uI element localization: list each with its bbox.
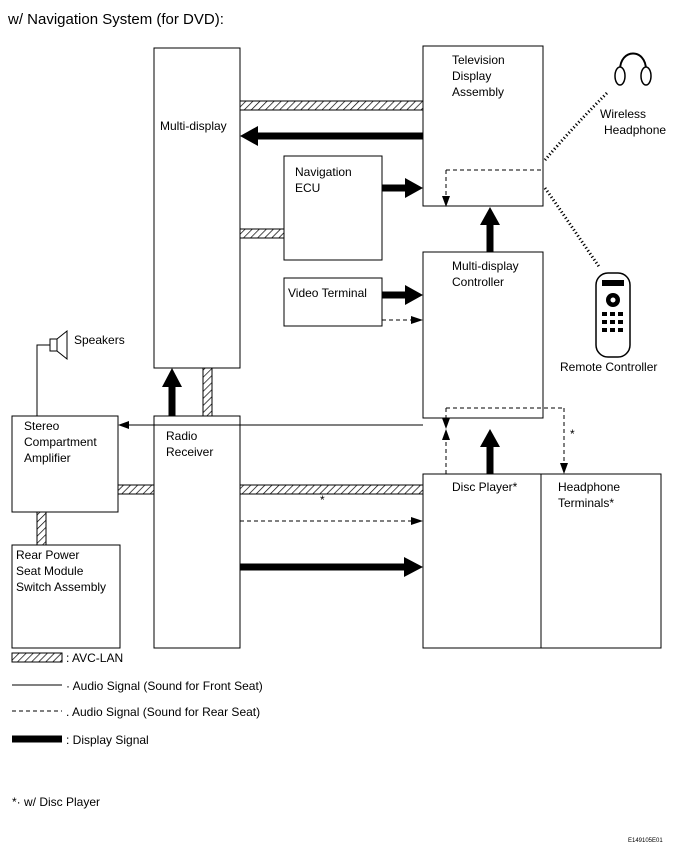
audio-front-controller-to-amplifier xyxy=(118,421,423,429)
display-arrow-radio-to-disc xyxy=(240,557,423,577)
legend-avc-lan-label: : AVC-LAN xyxy=(66,651,123,665)
video-terminal-label: Video Terminal xyxy=(288,286,367,300)
legend-audio-front-label: · Audio Signal (Sound for Front Seat) xyxy=(66,679,263,693)
asterisk-radio-disc: * xyxy=(320,493,325,507)
display-arrow-controller-to-tv xyxy=(480,207,500,252)
tv-display-box xyxy=(422,45,544,207)
avc-lan-radio-disc xyxy=(239,484,424,495)
disc-player-label: Disc Player* xyxy=(452,480,518,494)
rear-power-seat-box xyxy=(11,544,121,649)
audio-rear-routing xyxy=(240,169,568,525)
headphone-terminals-label-2: Terminals* xyxy=(558,496,614,510)
display-arrow-tv-to-multi-display xyxy=(240,126,423,146)
asterisk-headphone: * xyxy=(570,427,575,441)
wireless-signal-headphone xyxy=(543,90,610,161)
rear-power-seat-label-2: Seat Module xyxy=(16,564,84,578)
rear-power-seat-label-3: Switch Assembly xyxy=(16,580,106,594)
navigation-ecu-label-1: Navigation xyxy=(295,165,352,179)
legend: : AVC-LAN · Audio Signal (Sound for Fron… xyxy=(11,651,263,747)
wireless-headphone-label-2: Headphone xyxy=(604,123,666,137)
controller-label-1: Multi-display xyxy=(452,259,519,273)
avc-lan-amp-seat xyxy=(36,511,47,546)
display-arrow-radio-to-multi-display xyxy=(162,368,182,416)
speaker-wire xyxy=(36,344,50,416)
headphone-icon xyxy=(614,52,652,86)
speaker-icon xyxy=(49,329,68,361)
stereo-amplifier-label-3: Amplifier xyxy=(24,451,71,465)
remote-controller-icon xyxy=(595,272,631,358)
display-arrow-video-to-controller xyxy=(382,285,423,305)
video-terminal-box xyxy=(283,277,383,327)
navigation-ecu-label-2: ECU xyxy=(295,181,320,195)
avc-lan-multi-display-nav xyxy=(239,228,285,239)
display-arrow-nav-to-tv xyxy=(382,178,423,198)
tv-display-label-1: Television xyxy=(452,53,505,67)
wireless-headphone-label-1: Wireless xyxy=(600,107,646,121)
speakers-label: Speakers xyxy=(74,333,125,347)
radio-receiver-box xyxy=(153,415,241,649)
navigation-ecu-box xyxy=(283,155,383,261)
rear-power-seat-label-1: Rear Power xyxy=(16,548,79,562)
stereo-amplifier-label-1: Stereo xyxy=(24,419,60,433)
stereo-amplifier-box xyxy=(11,415,119,513)
tv-display-label-2: Display xyxy=(452,69,491,83)
legend-audio-rear-label: . Audio Signal (Sound for Rear Seat) xyxy=(66,705,260,719)
legend-display-signal-label: : Display Signal xyxy=(66,733,149,747)
multi-display-label: Multi-display xyxy=(160,119,227,133)
figure-code: E149105E01 xyxy=(628,838,663,844)
multi-display-controller-box xyxy=(422,251,544,419)
display-arrow-disc-to-controller xyxy=(480,429,500,474)
multi-display-box xyxy=(153,47,241,369)
headphone-terminals-label-1: Headphone xyxy=(558,480,620,494)
stereo-amplifier-label-2: Compartment xyxy=(24,435,97,449)
avc-lan-radio-multi-display xyxy=(202,367,213,417)
radio-receiver-label-2: Receiver xyxy=(166,445,213,459)
radio-receiver-label-1: Radio xyxy=(166,429,198,443)
wireless-signal-remote xyxy=(543,187,602,269)
disc-player-box xyxy=(422,473,662,649)
tv-display-label-3: Assembly xyxy=(452,85,504,99)
avc-lan-multi-display-tv xyxy=(239,100,424,111)
diagram-title: w/ Navigation System (for DVD): xyxy=(7,11,224,28)
legend-avc-lan-swatch xyxy=(11,652,63,663)
controller-label-2: Controller xyxy=(452,275,504,289)
remote-controller-label: Remote Controller xyxy=(560,360,657,374)
avc-lan-amp-radio xyxy=(117,484,155,495)
footnote: *· w/ Disc Player xyxy=(12,795,100,809)
